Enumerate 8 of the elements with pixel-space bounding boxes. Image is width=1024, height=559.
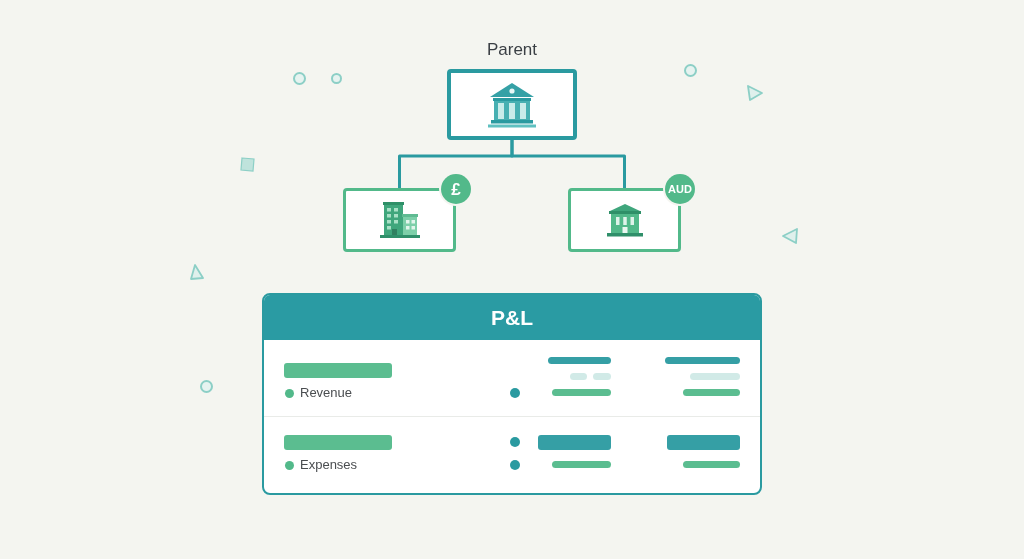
row-label: Expenses bbox=[300, 456, 358, 474]
row-label: Revenue bbox=[300, 384, 353, 402]
currency-badge: AUD bbox=[665, 174, 695, 204]
table-header: P&L bbox=[264, 295, 760, 340]
currency-badge: £ bbox=[441, 174, 471, 204]
node-heading: Parent bbox=[486, 39, 538, 61]
connector-line bbox=[510, 140, 626, 188]
table-card bbox=[262, 293, 762, 495]
